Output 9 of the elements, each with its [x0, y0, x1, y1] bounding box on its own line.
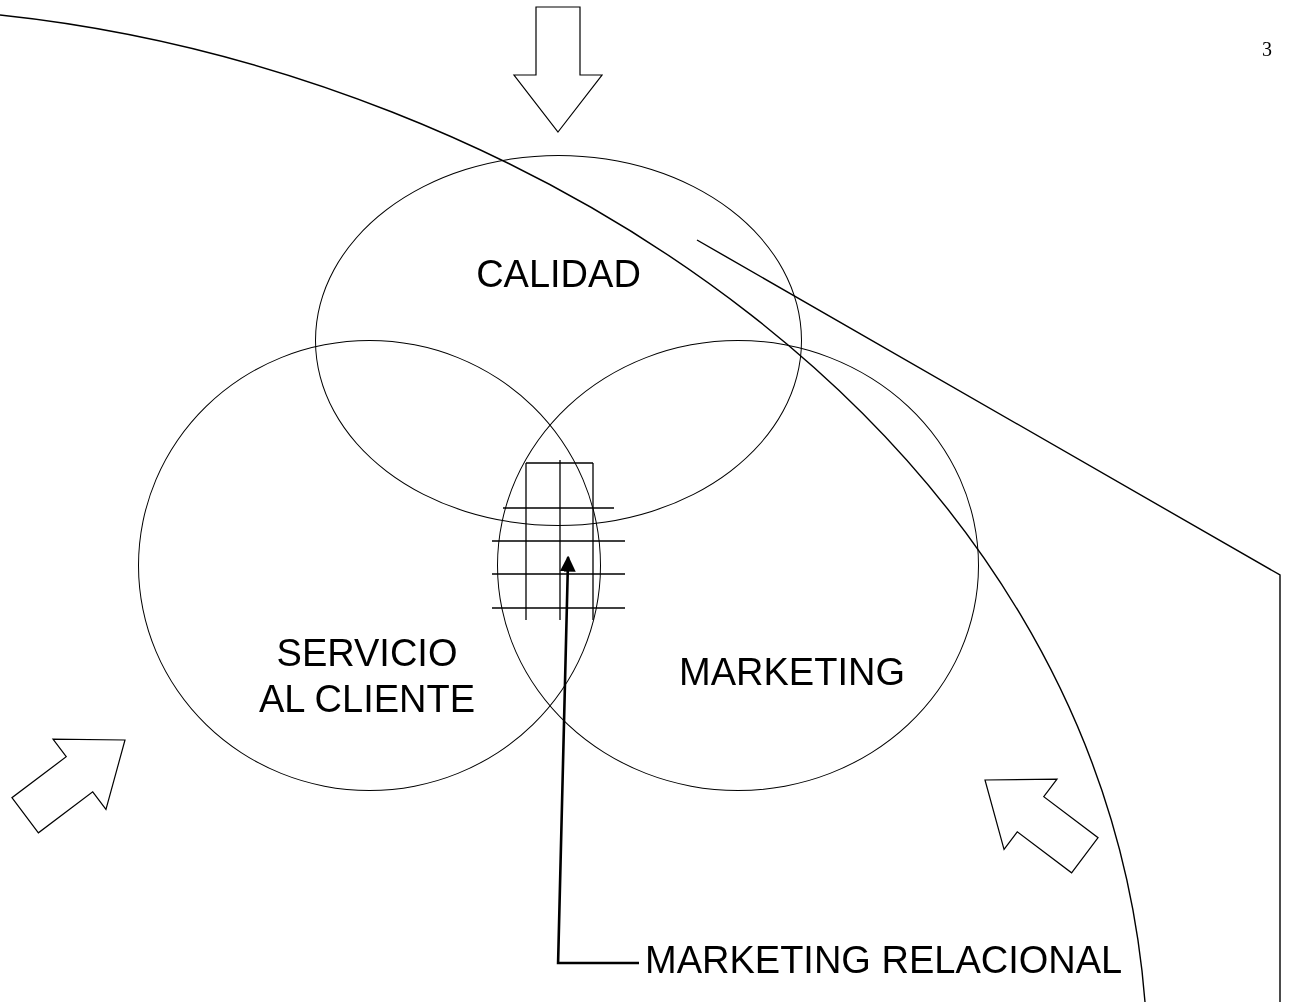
circle — [138, 340, 601, 791]
leader-arrow — [556, 555, 639, 965]
callout-label: MARKETING RELACIONAL — [645, 937, 1123, 983]
page-number: 3 — [1262, 38, 1272, 61]
circle-label: SERVICIO AL CLIENTE — [257, 631, 477, 722]
circle — [497, 340, 979, 791]
circle-label: MARKETING — [678, 650, 906, 695]
circle-label: CALIDAD — [475, 252, 642, 297]
circle — [315, 155, 802, 526]
